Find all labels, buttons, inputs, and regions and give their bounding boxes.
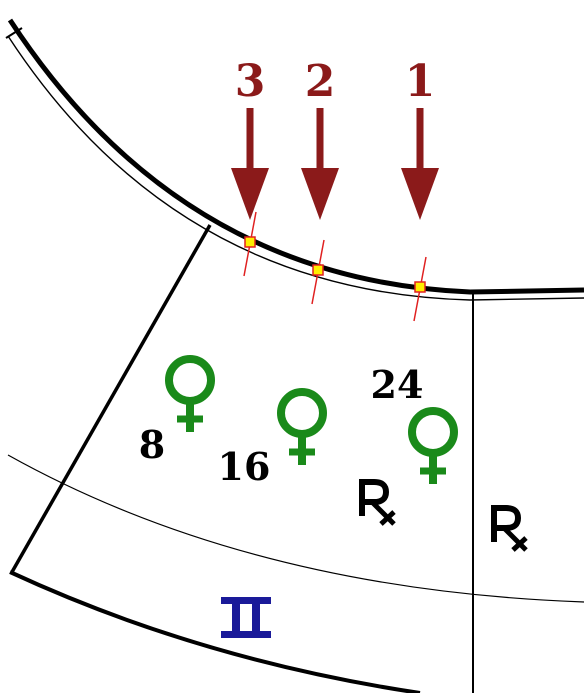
ring-marker bbox=[243, 211, 257, 277]
ring-tick bbox=[5, 27, 23, 39]
ring-marker bbox=[311, 239, 325, 305]
degree-label: 16 bbox=[218, 444, 271, 489]
arrow-label: 3 bbox=[235, 56, 266, 107]
gemini-icon bbox=[221, 597, 271, 638]
arrow-1: 1 bbox=[401, 56, 439, 220]
retrograde-icon bbox=[359, 479, 396, 526]
arrow-head bbox=[231, 168, 269, 220]
degree-label: 24 bbox=[371, 362, 424, 407]
marker-dot bbox=[414, 281, 426, 293]
arrow-3: 3 bbox=[231, 56, 269, 220]
markers-layer bbox=[243, 211, 427, 322]
planet-position-16: 16 bbox=[218, 388, 396, 526]
marker-dot bbox=[312, 264, 324, 276]
middle-ring bbox=[7, 454, 584, 603]
venus-icon bbox=[277, 388, 327, 465]
arrow-label: 1 bbox=[405, 56, 436, 107]
lower-ring bbox=[9, 570, 421, 693]
arrow-2: 2 bbox=[301, 56, 339, 220]
house-cusp-left bbox=[10, 224, 212, 573]
arrow-head bbox=[301, 168, 339, 220]
arrow-head bbox=[401, 168, 439, 220]
planet-position-8: 8 bbox=[139, 355, 215, 467]
planet-position-24: 24 bbox=[371, 362, 528, 552]
outer-ring-inner-line bbox=[7, 35, 584, 301]
venus-icon bbox=[165, 355, 215, 432]
retrograde-icon bbox=[491, 505, 528, 552]
planets-layer: 8 16 24 bbox=[139, 355, 528, 552]
arrow-label: 2 bbox=[305, 56, 336, 107]
marker-dot bbox=[244, 236, 256, 248]
degree-label: 8 bbox=[139, 422, 165, 467]
ring-marker bbox=[413, 256, 427, 322]
venus-icon bbox=[408, 407, 458, 484]
outer-ring bbox=[7, 18, 584, 295]
wheel-rings bbox=[5, 18, 584, 693]
sign-layer bbox=[221, 597, 271, 638]
